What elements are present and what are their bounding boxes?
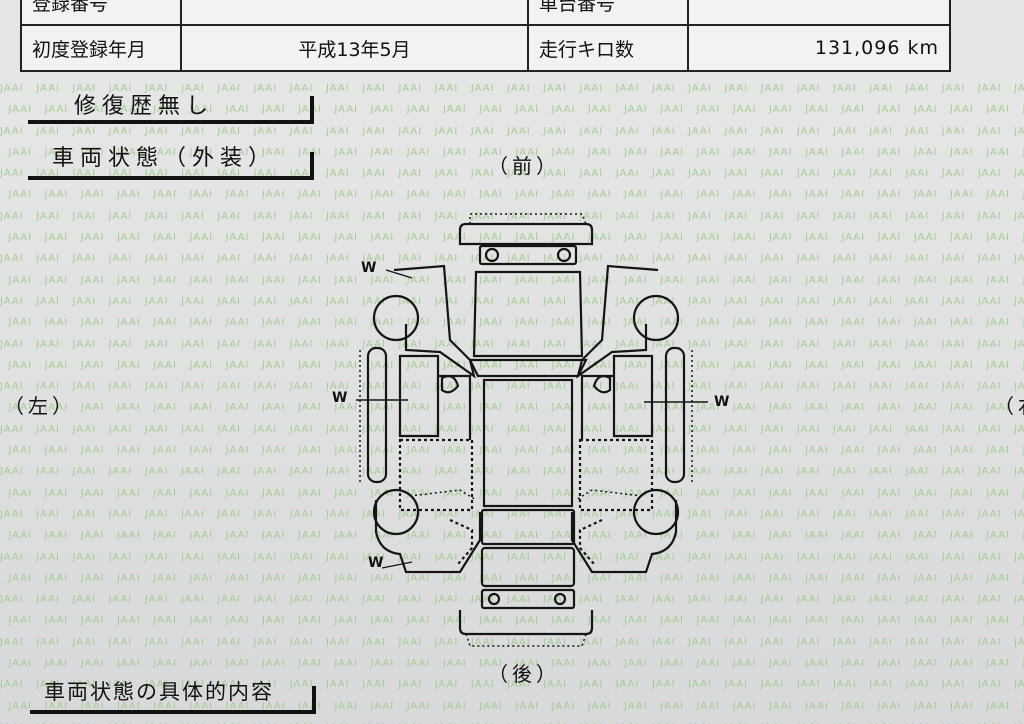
right-label: （右 <box>994 394 1024 418</box>
rear-bumper <box>458 610 594 636</box>
damage-mark-w: W <box>368 555 384 571</box>
left-rear-panel <box>449 518 474 565</box>
table-row: 初度登録年月 平成13年5月 走行キロ数 131,096 km <box>20 24 951 72</box>
right-rear-quarter <box>570 500 678 574</box>
heading-underline <box>30 710 316 714</box>
chassis-number-label: 車台番号 <box>527 0 689 26</box>
hood <box>472 270 584 358</box>
condition-details-heading: 車両状態の具体的内容 <box>44 680 274 704</box>
registration-number-label: 登録番号 <box>20 0 182 26</box>
mileage-value: 131,096 km <box>687 24 951 72</box>
table-row: 登録番号 車台番号 <box>20 0 951 26</box>
front-label: （前） <box>488 154 560 178</box>
damage-mark-w: W <box>361 260 377 276</box>
taillight-left <box>487 592 501 606</box>
mileage-label: 走行キロ数 <box>527 24 689 72</box>
heading-underline-edge <box>310 152 314 180</box>
rear-bumper-dotted <box>465 633 587 647</box>
heading-underline-edge <box>312 686 316 714</box>
right-front-fender <box>576 264 659 379</box>
taillight-right <box>553 592 567 606</box>
vehicle-info-table: 登録番号 車台番号 初度登録年月 平成13年5月 走行キロ数 131,096 k… <box>20 0 951 72</box>
heading-underline <box>28 176 313 180</box>
headlight-right <box>556 247 572 263</box>
vehicle-exterior-diagram <box>356 213 708 647</box>
rear-plate-area <box>480 588 576 610</box>
leader-line <box>385 269 413 279</box>
damage-mark-w: W <box>332 390 348 406</box>
right-mirror <box>592 375 612 394</box>
left-side-sill-outer <box>366 346 388 484</box>
damage-mark-w: W <box>714 394 730 410</box>
left-pillar <box>438 374 472 440</box>
heading-underline <box>28 120 313 124</box>
repair-history-heading: 修復歴無し <box>74 94 215 119</box>
left-label: （左） <box>4 394 76 418</box>
first-registration-value: 平成13年5月 <box>180 24 529 72</box>
left-front-wheel <box>372 294 420 342</box>
right-rear-quarter-dotted <box>575 489 643 501</box>
chassis-number-value <box>687 0 951 26</box>
front-bumper-dotted <box>469 213 587 225</box>
left-rear-door <box>398 438 474 512</box>
right-front-door <box>612 354 654 438</box>
right-rear-panel <box>578 518 603 565</box>
rear-deck <box>480 508 576 546</box>
registration-number-value <box>180 0 529 26</box>
first-registration-label: 初度登録年月 <box>20 24 182 72</box>
rear-label: （後） <box>488 662 560 686</box>
cowl <box>468 358 588 378</box>
trunk <box>480 546 576 588</box>
exterior-condition-heading: 車両状態（外装） <box>52 146 277 171</box>
roof <box>482 378 574 508</box>
left-rear-quarter-dotted <box>409 489 477 501</box>
right-side-sill-outer <box>664 346 686 484</box>
left-front-door <box>398 354 440 438</box>
right-pillar <box>580 374 614 440</box>
leader-line <box>381 561 413 569</box>
right-rear-wheel <box>632 488 680 536</box>
watermark-pattern: JAAI JAAI JAAI JAAI JAAI JAAI JAAI JAAI … <box>0 83 1024 724</box>
left-rear-wheel <box>372 488 420 536</box>
front-bumper <box>458 222 594 246</box>
left-front-fender <box>393 264 476 379</box>
front-grille <box>478 244 578 266</box>
left-mirror <box>440 375 460 394</box>
heading-underline-edge <box>310 96 314 124</box>
headlight-left <box>484 247 500 263</box>
right-rear-door <box>578 438 654 512</box>
right-front-wheel <box>632 294 680 342</box>
left-rear-quarter <box>374 500 482 574</box>
